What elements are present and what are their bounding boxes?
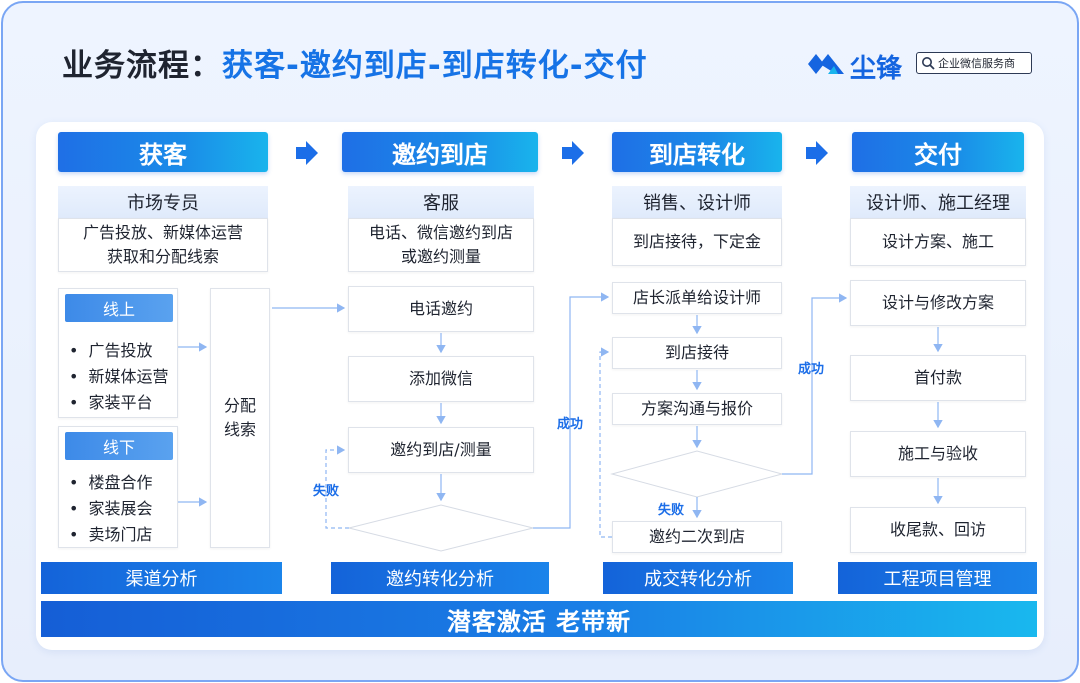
distribute-line2: 线索 xyxy=(223,420,256,439)
role-invite: 客服 xyxy=(348,186,534,218)
convert-step-reception: 到店接待 xyxy=(612,337,782,369)
desc-acquire: 广告投放、新媒体运营 获取和分配线索 xyxy=(58,218,268,272)
footer-channel-analysis: 渠道分析 xyxy=(41,562,282,594)
offline-channel-label: 线下 xyxy=(65,432,173,460)
bottom-banner: 潜客激活 老带新 xyxy=(41,601,1037,637)
role-acquire: 市场专员 xyxy=(58,186,268,218)
channel-item: 卖场门店 xyxy=(69,521,152,545)
desc-acquire-line2: 获取和分配线索 xyxy=(106,247,219,266)
deliver-step-final: 收尾款、回访 xyxy=(850,507,1026,553)
magnifier-icon xyxy=(922,57,935,70)
brand-name: 尘锋 xyxy=(850,54,903,84)
stage-header-invite: 邀约到店 xyxy=(342,132,538,172)
channel-item: 广告投放 xyxy=(69,337,152,361)
offline-channel-box: 线下 楼盘合作 家装展会 卖场门店 xyxy=(58,426,178,548)
channel-item: 新媒体运营 xyxy=(69,363,168,387)
stage-header-deliver: 交付 xyxy=(852,132,1024,172)
invite-step-wechat: 添加微信 xyxy=(348,356,534,402)
desc-deliver: 设计方案、施工 xyxy=(850,218,1026,266)
online-channel-label: 线上 xyxy=(65,294,173,322)
channel-item: 家装平台 xyxy=(69,389,152,413)
distribute-line1: 分配 xyxy=(223,396,256,415)
brand-tagline: 企业微信服务商 xyxy=(938,57,1015,70)
footer-invite-analysis: 邀约转化分析 xyxy=(331,562,549,594)
success-label-convert: 成功 xyxy=(798,362,825,377)
stage-arrow-icon xyxy=(806,141,828,165)
convert-decision: 成交下定 xyxy=(664,464,729,483)
desc-acquire-line1: 广告投放、新媒体运营 xyxy=(82,223,243,242)
invite-decision: 邀约成功 xyxy=(408,518,473,537)
invite-step-phone: 电话邀约 xyxy=(348,286,534,332)
brand-mark-icon xyxy=(808,54,844,74)
convert-step-dispatch: 店长派单给设计师 xyxy=(612,282,782,314)
fail-label-invite: 失败 xyxy=(313,484,340,499)
distribute-leads-box: 分配 线索 xyxy=(210,288,270,548)
footer-project-management: 工程项目管理 xyxy=(838,562,1037,594)
brand-logo: 尘锋 企业微信服务商 xyxy=(806,48,1036,84)
desc-invite-line1: 电话、微信邀约到店 xyxy=(368,223,513,242)
invite-step-visit: 邀约到店/测量 xyxy=(348,427,534,473)
brand-tagline-box: 企业微信服务商 xyxy=(916,52,1032,74)
desc-convert: 到店接待，下定金 xyxy=(612,218,782,266)
stage-header-convert: 到店转化 xyxy=(612,132,782,172)
channel-item: 楼盘合作 xyxy=(69,469,152,493)
page-title: 业务流程：获客-邀约到店-到店转化-交付 xyxy=(62,40,648,85)
convert-step-revisit: 邀约二次到店 xyxy=(612,521,782,553)
stage-header-acquire: 获客 xyxy=(58,132,268,172)
deliver-step-construction: 施工与验收 xyxy=(850,431,1026,477)
role-convert: 销售、设计师 xyxy=(612,186,782,218)
title-highlight: 获客-邀约到店-到店转化-交付 xyxy=(222,48,648,84)
stage-arrow-icon xyxy=(296,141,318,165)
channel-item: 家装展会 xyxy=(69,495,152,519)
desc-invite-line2: 或邀约测量 xyxy=(400,247,481,266)
desc-invite: 电话、微信邀约到店 或邀约测量 xyxy=(348,218,534,272)
fail-label-convert: 失败 xyxy=(658,503,685,518)
stage-arrow-icon xyxy=(562,141,584,165)
success-label-invite: 成功 xyxy=(557,417,584,432)
footer-deal-analysis: 成交转化分析 xyxy=(603,562,793,594)
role-deliver: 设计师、施工经理 xyxy=(850,186,1026,218)
title-prefix: 业务流程： xyxy=(62,48,222,84)
deliver-step-downpayment: 首付款 xyxy=(850,355,1026,401)
deliver-step-design: 设计与修改方案 xyxy=(850,280,1026,326)
convert-step-quote: 方案沟通与报价 xyxy=(612,393,782,425)
online-channel-box: 线上 广告投放 新媒体运营 家装平台 xyxy=(58,288,178,418)
